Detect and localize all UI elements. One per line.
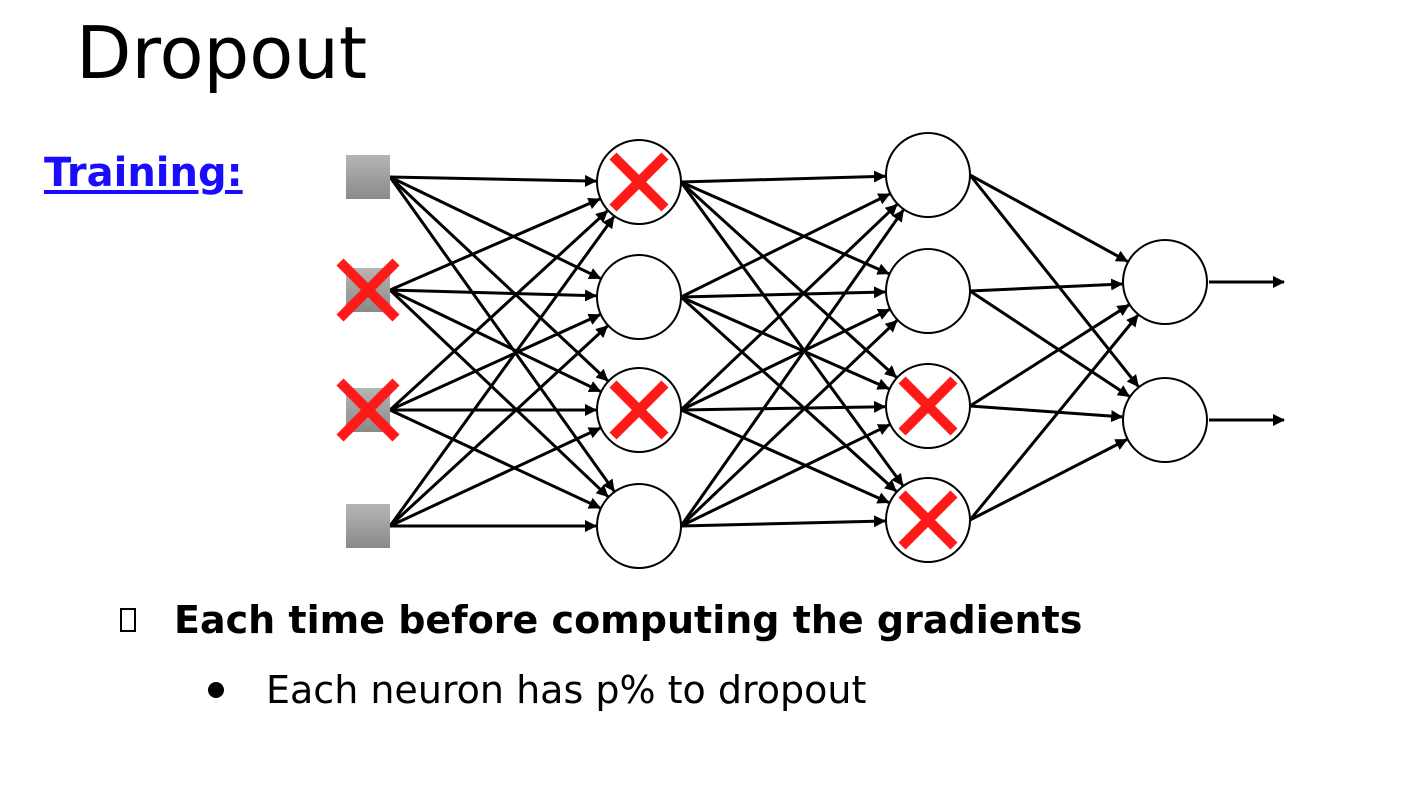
edge-line xyxy=(389,426,601,528)
edge-line xyxy=(680,180,890,276)
dropout-x-icon xyxy=(336,258,400,322)
edge-line xyxy=(679,180,898,379)
edge-line xyxy=(680,400,887,413)
dropout-x-icon xyxy=(898,376,958,436)
edge-line xyxy=(680,295,890,391)
edge-line xyxy=(388,325,609,528)
input-neuron xyxy=(346,504,390,548)
edge-line xyxy=(388,209,609,412)
edge-line xyxy=(969,173,1129,263)
edge-line xyxy=(969,438,1128,522)
bullet-main: Each time before computing the gradients xyxy=(120,598,1082,642)
dropout-x-stroke xyxy=(609,152,669,212)
output-neuron xyxy=(1122,377,1208,463)
dropout-x-stroke xyxy=(609,380,669,440)
edge-line xyxy=(968,314,1139,521)
edge-line xyxy=(679,203,898,412)
edge-line xyxy=(388,175,609,382)
bullet-sub-text: Each neuron has p% to dropout xyxy=(266,668,867,712)
dropout-x-icon xyxy=(609,152,669,212)
hidden-neuron xyxy=(596,254,682,340)
edge-line xyxy=(969,289,1130,398)
hidden-neuron xyxy=(885,132,971,218)
edge-line xyxy=(388,288,609,498)
dropout-x-stroke xyxy=(336,378,400,442)
edge-line xyxy=(389,197,601,292)
hidden-neuron xyxy=(885,248,971,334)
page-title: Dropout xyxy=(76,11,368,95)
edge-line xyxy=(679,319,898,528)
dropout-x-icon xyxy=(609,380,669,440)
dropout-x-icon xyxy=(898,490,958,550)
input-neuron xyxy=(346,155,390,199)
bullet-box-icon xyxy=(120,608,136,632)
edge-line xyxy=(680,170,887,184)
bullet-dot-icon xyxy=(208,682,224,698)
edge-line xyxy=(968,174,1140,388)
bullet-sub: Each neuron has p% to dropout xyxy=(208,668,866,712)
edge-line xyxy=(680,286,887,299)
output-neuron xyxy=(1122,239,1208,325)
edge-line xyxy=(680,515,887,528)
training-label: Training: xyxy=(44,150,243,196)
dropout-x-stroke xyxy=(898,376,958,436)
edge-line xyxy=(680,308,891,412)
edge-line xyxy=(679,181,904,487)
dropout-x-icon xyxy=(336,378,400,442)
edge-line xyxy=(679,295,898,493)
edge-line xyxy=(389,175,602,280)
dropout-marks xyxy=(336,152,958,550)
edge-line xyxy=(680,192,891,299)
edge-line xyxy=(969,278,1124,293)
edge-line xyxy=(389,408,601,510)
dropout-x-stroke xyxy=(336,258,400,322)
bullet-main-text: Each time before computing the gradients xyxy=(174,598,1083,642)
edge-line xyxy=(969,404,1124,423)
hidden-neuron xyxy=(596,483,682,569)
edge-line xyxy=(680,423,891,528)
output-arrows xyxy=(1209,276,1285,426)
dropout-x-stroke xyxy=(898,490,958,550)
edge-line xyxy=(389,288,602,393)
edge-line xyxy=(389,313,601,412)
edge-line xyxy=(388,215,616,527)
network-edges xyxy=(388,170,1140,532)
network-nodes xyxy=(346,132,1208,569)
edge-line xyxy=(969,303,1130,408)
edge-line xyxy=(389,288,598,302)
edge-line xyxy=(679,209,905,527)
edge-line xyxy=(388,176,616,492)
edge-line xyxy=(389,174,598,187)
edge-line xyxy=(680,408,890,504)
